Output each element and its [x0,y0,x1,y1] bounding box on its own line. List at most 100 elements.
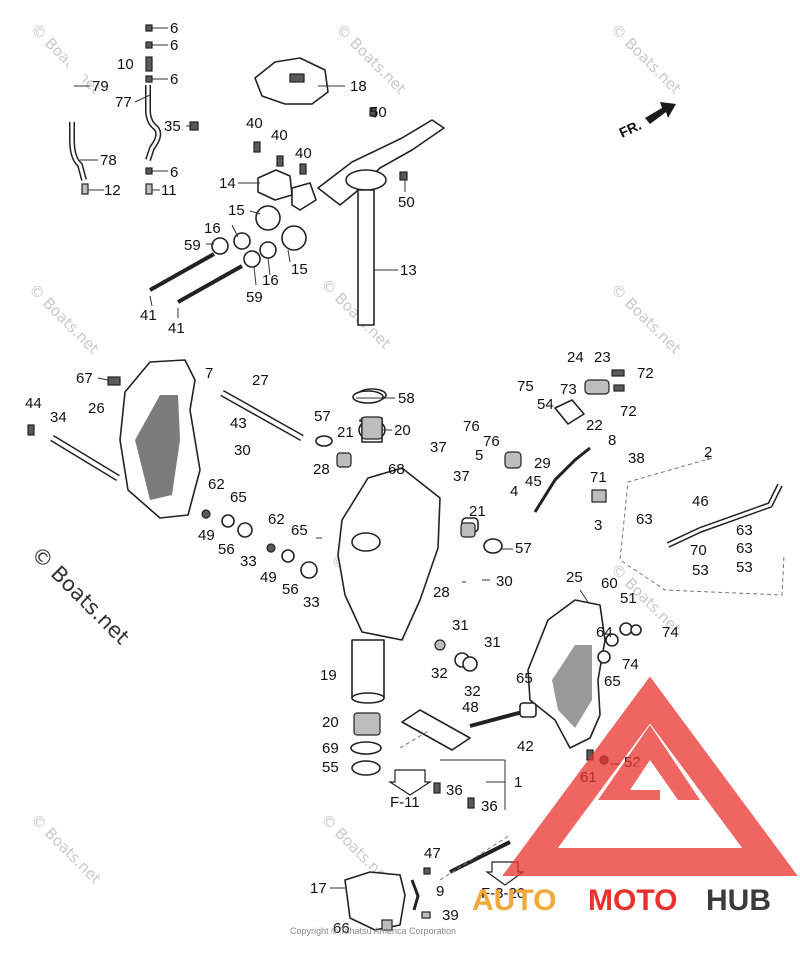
callout-72: 72 [620,403,637,420]
steering-arm-assembly [317,107,445,326]
callout-18: 18 [350,78,367,95]
callout-49: 49 [260,569,277,586]
callout-73: 73 [560,381,577,398]
callout-32: 32 [431,665,448,682]
callout-38: 38 [628,450,645,467]
callout-2: 2 [704,444,712,461]
callout-64: 64 [596,624,613,641]
callout-35: 35 [164,118,181,135]
callout-77: 77 [115,94,132,111]
hoses-group [68,24,199,195]
callout-40: 40 [271,127,288,144]
callout-74: 74 [662,624,679,641]
callout-65: 65 [516,670,533,687]
callout-37: 37 [453,468,470,485]
watermark: © Boats.net [317,275,395,353]
callout-10: 10 [117,56,134,73]
callout-19: 19 [320,667,337,684]
callout-33: 33 [303,594,320,611]
left-clamp-bracket [27,359,201,519]
callout-56: 56 [282,581,299,598]
callout-43: 43 [230,415,247,432]
logo-moto: MOTO [588,884,677,917]
callout-40: 40 [246,115,263,132]
watermark: © Boats.net [25,280,103,358]
callout-75: 75 [517,378,534,395]
callout-22: 22 [586,417,603,434]
callout-54: 54 [537,396,554,413]
callout-21: 21 [337,424,354,441]
callout-9: 9 [436,883,444,900]
callout-55: 55 [322,759,339,776]
right-clamp-bracket [527,599,606,749]
callout-76: 76 [463,418,480,435]
callout-57: 57 [314,408,331,425]
callout-42: 42 [517,738,534,755]
callout-40: 40 [295,145,312,162]
callout-16: 16 [204,220,221,237]
callout-32: 32 [464,683,481,700]
callout-labels: 79 77 78 12 11 10 6 6 6 6 35 18 50 50 40… [25,20,753,937]
callout-72: 72 [637,365,654,382]
callout-57: 57 [515,540,532,557]
callout-65: 65 [230,489,247,506]
callout-4: 4 [510,483,518,500]
callout-76: 76 [483,433,500,450]
callout-47: 47 [424,845,441,862]
f11-arrow-icon [387,769,433,796]
callout-71: 71 [590,469,607,486]
front-direction-indicator: FR. [617,102,676,141]
callout-53: 53 [736,559,753,576]
callout-6: 6 [170,164,178,181]
callout-67: 67 [76,370,93,387]
callout-63: 63 [636,511,653,528]
callout-6: 6 [170,20,178,37]
bushings-group [315,390,476,776]
callout-31: 31 [484,634,501,651]
callout-33: 33 [240,553,257,570]
callout-51: 51 [620,590,637,607]
logo-hub: HUB [706,884,771,917]
front-arrow-icon [645,102,676,124]
callout-60: 60 [601,575,618,592]
callout-63: 63 [736,540,753,557]
callout-17: 17 [310,880,327,897]
automotohub-logo: AUTO MOTO HUB [472,676,798,917]
callout-34: 34 [50,409,67,426]
callout-30: 30 [234,442,251,459]
tilt-rod-assembly [619,457,785,596]
callout-62: 62 [268,511,285,528]
callout-6: 6 [170,37,178,54]
callout-69: 69 [322,740,339,757]
callout-1: 1 [514,774,522,791]
bottom-plate-group [387,702,537,809]
callout-28: 28 [433,584,450,601]
copyright-text: Copyright © Tohatsu America Corporation [290,926,456,936]
callout-59: 59 [246,289,263,306]
callout-20: 20 [394,422,411,439]
callout-36: 36 [446,782,463,799]
callout-62: 62 [208,476,225,493]
watermark-large: © Boats.net [26,542,134,650]
reference-f11: F-11 [390,794,420,811]
callout-24: 24 [567,349,584,366]
callout-7: 7 [205,365,213,382]
callout-16: 16 [262,272,279,289]
callout-78: 78 [100,152,117,169]
front-label: FR. [617,117,644,141]
callout-8: 8 [608,432,616,449]
callout-74: 74 [622,656,639,673]
callout-44: 44 [25,395,42,412]
washer-stacks [201,509,642,672]
callout-48: 48 [462,699,479,716]
mount-rubbers-group [149,141,317,304]
callout-46: 46 [692,493,709,510]
callout-5: 5 [475,447,483,464]
callout-56: 56 [218,541,235,558]
callout-59: 59 [184,237,201,254]
callout-23: 23 [594,349,611,366]
callout-29: 29 [534,455,551,472]
callout-37: 37 [430,439,447,456]
callout-45: 45 [525,473,542,490]
callout-39: 39 [442,907,459,924]
